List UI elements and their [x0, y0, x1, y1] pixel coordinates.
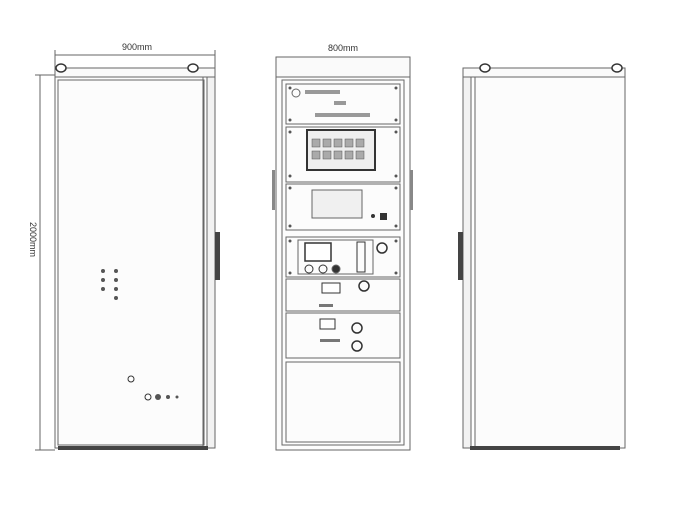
touchscreen-panel — [285, 126, 401, 183]
lifting-eye-icon — [187, 63, 199, 73]
width-label-front: 800mm — [328, 43, 358, 53]
touchscreen — [306, 129, 376, 171]
indicator-dots — [101, 269, 179, 401]
lifting-eye-icon — [611, 63, 623, 73]
front-cabinet — [272, 56, 413, 451]
switch-panel — [285, 312, 401, 359]
analyzer-panel — [285, 236, 401, 278]
right-side-cabinet — [458, 63, 626, 450]
door-handle — [215, 232, 220, 280]
height-label: 2000mm — [28, 222, 38, 257]
blank-panel — [285, 361, 401, 443]
lifting-eye-icon — [479, 63, 491, 73]
left-side-cabinet — [35, 50, 220, 451]
controller-panel — [285, 183, 401, 231]
flowmeter — [356, 241, 366, 273]
lifting-eye-icon — [55, 63, 67, 73]
title-panel — [285, 83, 401, 125]
door-handle — [458, 232, 463, 280]
power-panel — [285, 278, 401, 312]
meter — [304, 242, 332, 262]
controller-display — [311, 189, 363, 219]
width-label-side: 900mm — [122, 42, 152, 52]
